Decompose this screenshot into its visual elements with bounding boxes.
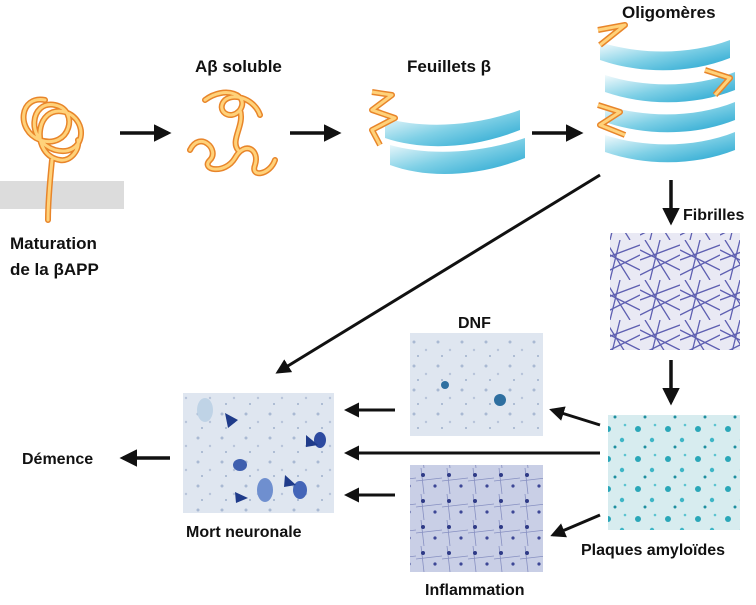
- arrow-plaques-to-dnf: [549, 406, 601, 427]
- label-mort: Mort neuronale: [186, 524, 302, 541]
- label-feuillets: Feuillets β: [407, 57, 491, 76]
- membrane-band: [0, 181, 124, 209]
- label-plaques: Plaques amyloïdes: [581, 542, 725, 559]
- dnf-micrograph: [410, 333, 543, 436]
- beta-sheet-icon: [369, 89, 525, 175]
- label-maturation-2: de la βAPP: [10, 260, 99, 279]
- label-oligomeres: Oligomères: [622, 3, 716, 22]
- inflammation-micrograph: [410, 465, 543, 572]
- arrow-oligomers-to-death: [275, 173, 601, 374]
- arrow-plaques-to-inflammation: [550, 513, 601, 538]
- label-abeta-soluble: Aβ soluble: [195, 57, 282, 76]
- plaques-micrograph: [608, 415, 740, 530]
- app-coil-icon: [20, 96, 84, 223]
- oligomer-stack-icon: [597, 22, 735, 163]
- label-maturation-1: Maturation: [10, 234, 97, 253]
- fibrils-micrograph: [610, 233, 740, 350]
- label-inflammation: Inflammation: [425, 582, 525, 599]
- label-fibrilles: Fibrilles: [683, 207, 744, 224]
- label-dnf: DNF: [458, 315, 491, 332]
- abeta-soluble-icon: [187, 89, 278, 177]
- label-demence: Démence: [22, 451, 93, 468]
